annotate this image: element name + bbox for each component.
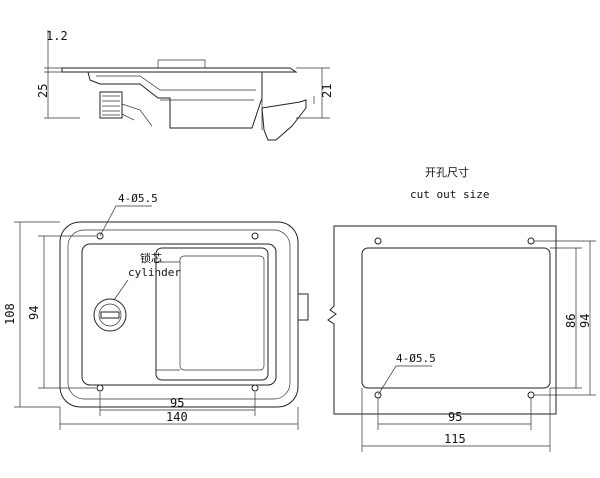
side-flange (61, 67, 298, 73)
side-view: 1.2 25 21 (36, 29, 334, 141)
dim-95-cutout: 95 (448, 410, 462, 424)
dim-25: 25 (36, 84, 50, 98)
front-inner-recess (81, 243, 277, 386)
cutout-title-en: cut out size (410, 188, 489, 201)
side-cylinder (99, 91, 123, 119)
dim-1-2: 1.2 (46, 29, 68, 43)
cylinder-label-en: cylinder (128, 266, 181, 279)
dim-108: 108 (3, 303, 17, 325)
cutout-view: 开孔尺寸 cut out size 4-Ø5.5 86 94 95 115 (327, 165, 596, 452)
front-view: 4-Ø5.5 锁芯 cylinder 108 94 95 140 (3, 192, 309, 430)
cutout-opening (361, 247, 551, 389)
cutout-title-cn: 开孔尺寸 (425, 165, 469, 179)
cutout-hole-label: 4-Ø5.5 (396, 352, 436, 365)
front-handle (155, 247, 269, 381)
dim-95-front: 95 (170, 396, 184, 410)
side-housing (87, 71, 263, 129)
cutout-panel (327, 225, 557, 415)
front-hole-br (251, 384, 259, 392)
front-hole-tr (251, 232, 259, 240)
front-hole-bl (96, 384, 104, 392)
dim-140: 140 (166, 410, 188, 424)
side-lever (261, 99, 307, 141)
cutout-hole-tr (527, 237, 535, 245)
dim-21: 21 (320, 84, 334, 98)
cutout-hole-tl (374, 237, 382, 245)
dim-94-cutout: 94 (578, 314, 592, 328)
dim-94-front: 94 (27, 306, 41, 320)
cylinder-label-cn: 锁芯 (140, 251, 162, 265)
front-cylinder (93, 298, 127, 332)
dim-115: 115 (444, 432, 466, 446)
dim-86: 86 (564, 314, 578, 328)
front-outer-plate (59, 221, 299, 408)
front-hole-tl (96, 232, 104, 240)
front-latch-bolt (297, 293, 309, 321)
cutout-hole-br (527, 391, 535, 399)
front-hole-label: 4-Ø5.5 (118, 192, 158, 205)
